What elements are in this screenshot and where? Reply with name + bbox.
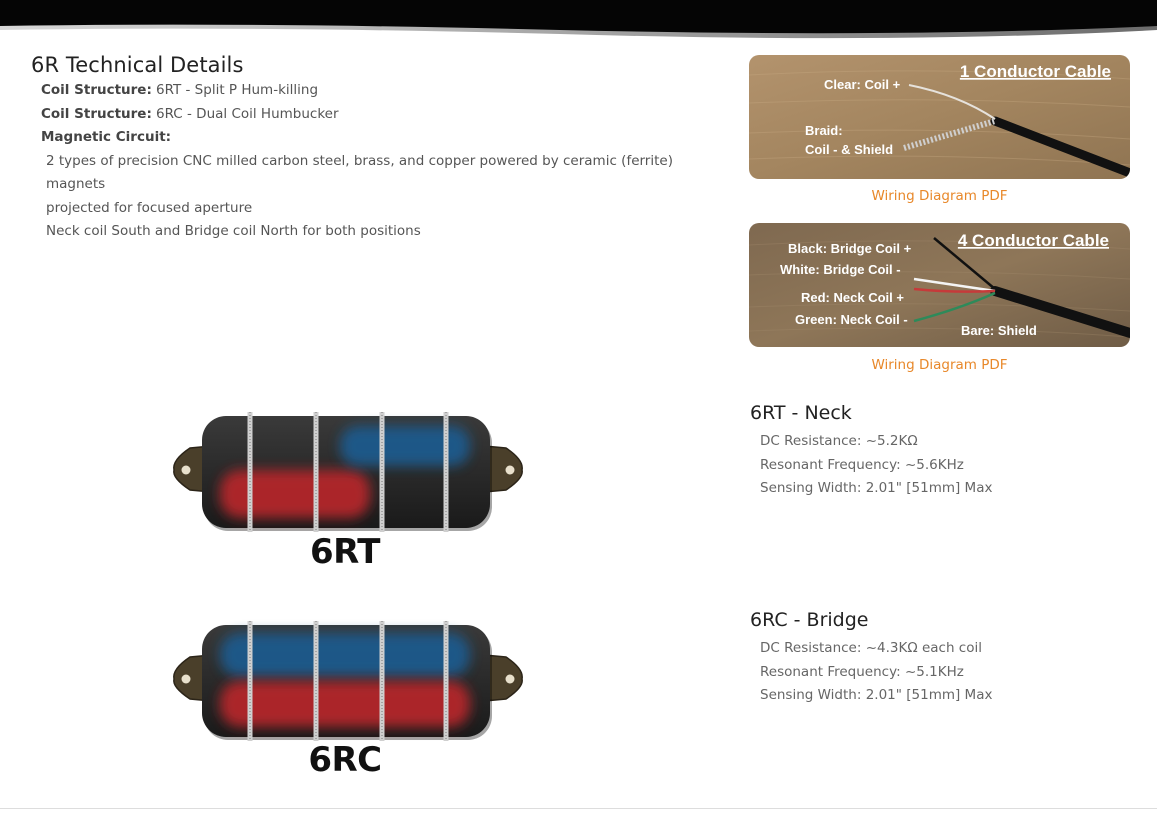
cable-label-bare: Bare: Shield <box>961 323 1037 338</box>
wiring-diagram-pdf-link[interactable]: Wiring Diagram PDF <box>871 188 1008 204</box>
pickup-6rc-illustration <box>173 621 523 741</box>
model-6rc-bridge-specs: 6RC - Bridge DC Resistance: ~4.3KΩ each … <box>750 609 1130 708</box>
cable-photo-4-conductor: Black: Bridge Coil + White: Bridge Coil … <box>749 223 1130 347</box>
cable-label-white: White: Bridge Coil - <box>780 262 901 277</box>
bottom-divider <box>0 808 1157 809</box>
model-6rt-neck-specs: 6RT - Neck DC Resistance: ~5.2KΩ Resonan… <box>750 402 1130 501</box>
page-title: 6R Technical Details <box>31 53 244 77</box>
coil-structure-label: Coil Structure: <box>41 82 152 98</box>
magnetic-circuit-line: projected for focused aperture <box>46 199 253 216</box>
coil-structure-label: Coil Structure: <box>41 105 152 122</box>
pickup-6rt-illustration <box>173 412 523 532</box>
coil-structure-value: 6RC - Dual Coil Humbucker <box>156 105 339 122</box>
cable-label-red: Red: Neck Coil + <box>801 290 904 305</box>
resonant-frequency: Resonant Frequency: ~5.6KHz <box>760 456 964 473</box>
cable-label-coil-shield: Coil - & Shield <box>805 142 893 157</box>
resonant-frequency: Resonant Frequency: ~5.1KHz <box>760 663 964 680</box>
cable-title: 1 Conductor Cable <box>960 62 1111 81</box>
coil-structure-row: Coil Structure:6RT - Split P Hum-killing <box>41 79 671 103</box>
magnetic-circuit-line: Neck coil South and Bridge coil North fo… <box>46 223 421 239</box>
cable-label-green: Green: Neck Coil - <box>795 312 908 327</box>
pickup-6rt-label: 6RT <box>309 532 381 572</box>
sensing-width: Sensing Width: 2.01" [51mm] Max <box>760 687 993 703</box>
cable-label-black: Black: Bridge Coil + <box>788 241 912 256</box>
cable-photo-1-conductor: Clear: Coil + Braid: Coil - & Shield 1 C… <box>749 55 1130 179</box>
coil-structure-value: 6RT - Split P Hum-killing <box>156 82 319 98</box>
coil-structure-row: Coil Structure:6RC - Dual Coil Humbucker <box>41 103 671 127</box>
dc-resistance: DC Resistance: ~4.3KΩ each coil <box>760 640 982 656</box>
top-banner <box>0 0 1157 39</box>
cable-label-clear: Clear: Coil + <box>824 77 901 92</box>
cable-label-braid: Braid: <box>805 123 843 138</box>
sensing-width: Sensing Width: 2.01" [51mm] Max <box>760 480 993 496</box>
model-title: 6RC - Bridge <box>750 609 869 631</box>
magnetic-circuit-line: 2 types of precision CNC milled carbon s… <box>46 152 673 193</box>
magnetic-circuit-label: Magnetic Circuit: <box>41 129 172 145</box>
wiring-diagram-pdf-link[interactable]: Wiring Diagram PDF <box>871 357 1008 373</box>
technical-details: 6R Technical Details Coil Structure:6RT … <box>31 53 673 244</box>
pickup-6rc-label: 6RC <box>308 740 382 780</box>
dc-resistance: DC Resistance: ~5.2KΩ <box>760 433 918 449</box>
coil-structure-list: Coil Structure:6RT - Split P Hum-killing… <box>41 79 671 126</box>
model-title: 6RT - Neck <box>750 402 852 424</box>
cable-title: 4 Conductor Cable <box>958 231 1109 250</box>
